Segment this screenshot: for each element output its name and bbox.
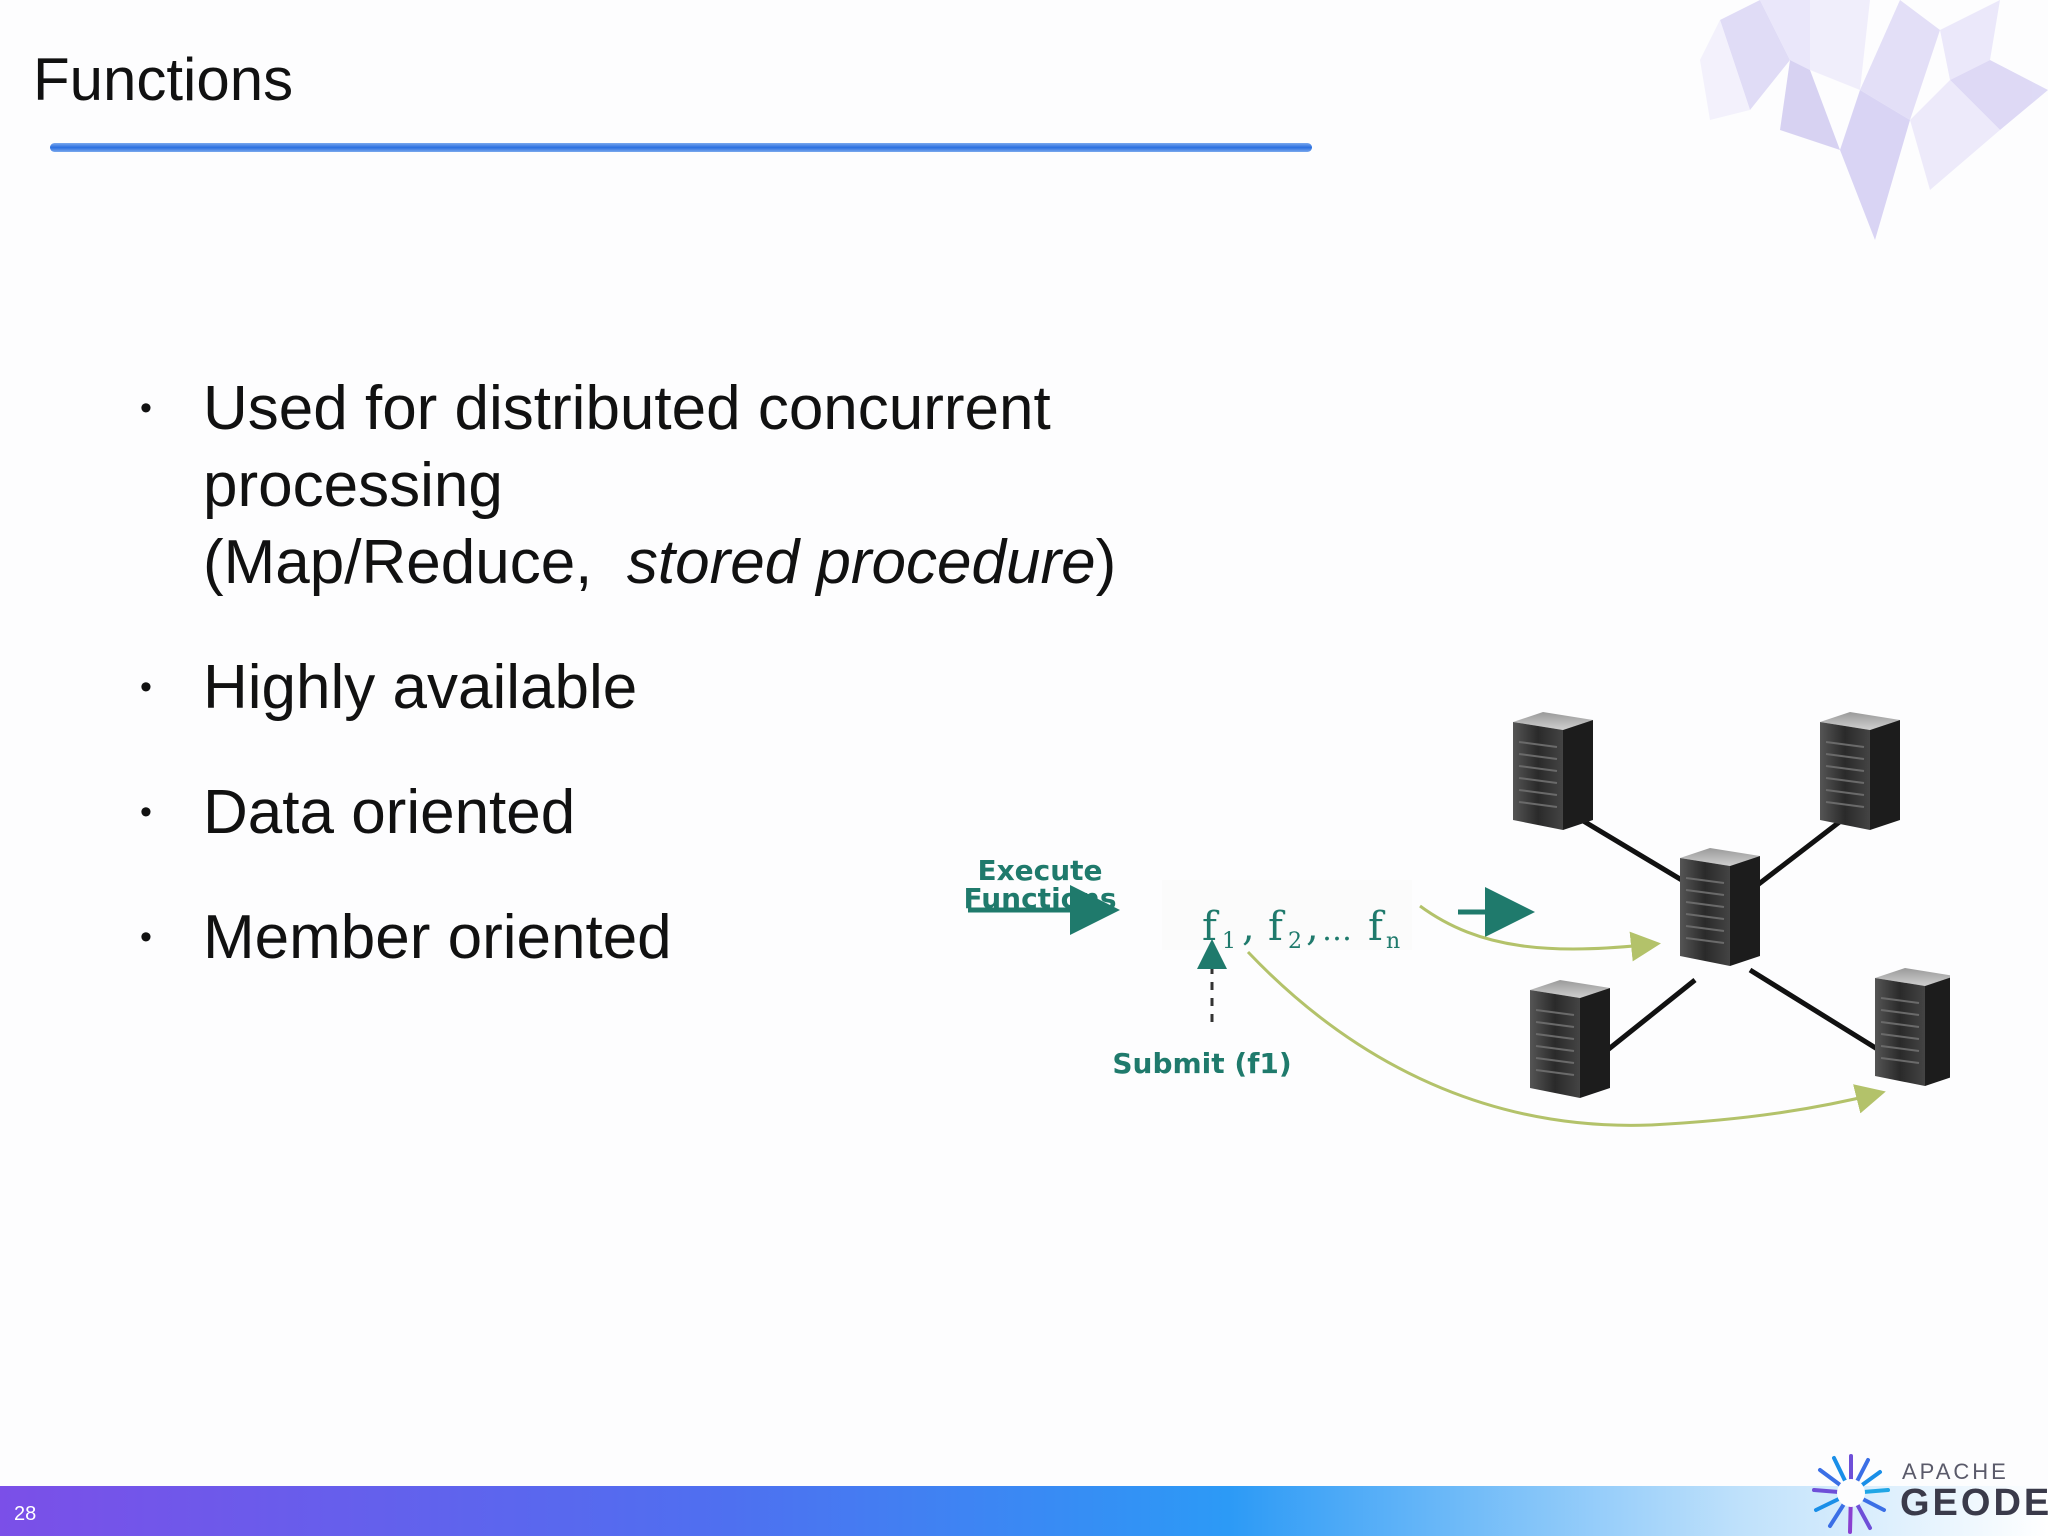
curve-arrow-center	[1419, 904, 1661, 962]
bullet-item: • Highly available	[140, 649, 1190, 726]
bullet-tail-prefix: (Map/Reduce,	[203, 528, 627, 597]
submit-label: Submit (f1)	[1112, 1047, 1291, 1080]
bullet-line-tail: (Map/Reduce, stored procedure)	[203, 524, 1190, 601]
function-execution-diagram: Execute Functions f 1 , f 2 , … f n Subm…	[963, 711, 1950, 1127]
logo-geode-text: GEODE	[1900, 1482, 2048, 1524]
page-number: 28	[14, 1503, 37, 1525]
execute-label: Execute	[977, 854, 1102, 887]
server-icon	[1529, 979, 1611, 1099]
slide-title: Functions	[33, 46, 294, 113]
separator: ,	[1306, 904, 1319, 950]
bullet-tail-italic: stored procedure	[626, 528, 1096, 597]
function-list-box	[1162, 880, 1412, 950]
ellipsis: …	[1322, 913, 1352, 948]
bullet-tail-suffix: )	[1095, 528, 1117, 597]
bullet-text: Data oriented	[203, 778, 576, 847]
server-icon	[1512, 711, 1594, 831]
title-underline	[50, 143, 1312, 152]
curve-arrow-edge	[1246, 950, 1886, 1127]
crystal-icon	[1700, 0, 2048, 240]
function-fn-sub: n	[1386, 929, 1400, 954]
bullet-list: • Used for distributed concurrent proces…	[140, 370, 1190, 976]
function-f1: f	[1202, 904, 1220, 950]
server-icon	[1679, 847, 1761, 967]
function-f2-sub: 2	[1288, 929, 1302, 954]
footer-bar	[0, 1486, 2048, 1536]
function-list: f 1 , f 2 , … f n	[1202, 904, 1400, 954]
bullet-line: Used for distributed concurrent	[203, 374, 1051, 443]
bullet-text: Member oriented	[203, 903, 672, 972]
bullet-item: • Member oriented	[140, 899, 1190, 976]
bullet-item: • Used for distributed concurrent proces…	[140, 370, 1190, 601]
server-icon	[1874, 967, 1950, 1087]
bullet-dot: •	[140, 389, 152, 427]
bullet-text: Highly available	[203, 653, 638, 722]
bullet-dot: •	[140, 793, 152, 831]
function-fn: f	[1368, 904, 1386, 950]
bullet-line: processing	[203, 451, 503, 520]
function-f2: f	[1268, 904, 1286, 950]
bullet-dot: •	[140, 668, 152, 706]
bullet-item: • Data oriented	[140, 774, 1190, 851]
function-f1-sub: 1	[1222, 929, 1236, 954]
bullet-dot: •	[140, 918, 152, 956]
geode-burst-icon	[1812, 1454, 1890, 1534]
logo-apache-text: APACHE	[1902, 1459, 2009, 1484]
server-icon	[1819, 711, 1901, 831]
separator: ,	[1242, 904, 1255, 950]
